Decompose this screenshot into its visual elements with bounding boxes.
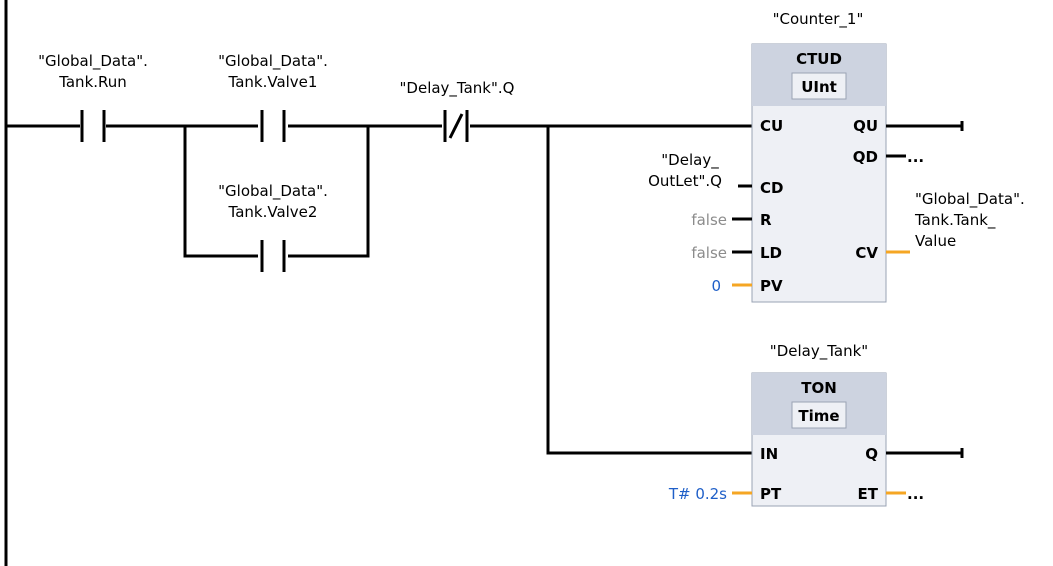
ctud-cv-output-2[interactable]: Tank.Tank_ xyxy=(914,211,996,230)
branch-wire-valve2 xyxy=(183,126,370,258)
contact-run[interactable]: "Global_Data". Tank.Run xyxy=(38,52,148,142)
contact-run-label-1: "Global_Data". xyxy=(38,52,148,71)
ctud-pin-qu: QU xyxy=(853,117,878,135)
branch-wire-timer xyxy=(546,126,752,455)
ctud-cd-param-2[interactable]: OutLet".Q xyxy=(648,172,722,190)
ton-pin-et: ET xyxy=(858,485,879,503)
ctud-block[interactable]: "Counter_1" CTUD UInt CU CD R LD PV QU Q… xyxy=(751,10,887,303)
ton-type: TON xyxy=(801,379,837,397)
ton-pin-pt: PT xyxy=(760,485,782,503)
ctud-pin-pv: PV xyxy=(760,277,783,295)
ctud-datatype-box[interactable] xyxy=(791,72,847,100)
contact-valve2[interactable]: "Global_Data". Tank.Valve2 xyxy=(218,182,328,272)
contact-valve1[interactable]: "Global_Data". Tank.Valve1 xyxy=(218,52,328,142)
ctud-pin-cv: CV xyxy=(855,244,878,262)
ctud-pin-ld: LD xyxy=(760,244,782,262)
ctud-cd-param-1[interactable]: "Delay_ xyxy=(661,151,719,170)
ctud-pin-r: R xyxy=(760,211,772,229)
ctud-cv-output-1[interactable]: "Global_Data". xyxy=(915,190,1025,209)
ctud-pv-value[interactable]: 0 xyxy=(711,277,721,295)
ton-pin-in: IN xyxy=(760,445,778,463)
ctud-pin-cd: CD xyxy=(760,179,783,197)
ctud-cv-output-3[interactable]: Value xyxy=(915,232,956,250)
ctud-ld-value[interactable]: false xyxy=(691,244,727,262)
ton-block[interactable]: "Delay_Tank" TON Time IN PT Q ET xyxy=(751,342,887,507)
ton-pin-q: Q xyxy=(865,445,878,463)
ctud-instance-name: "Counter_1" xyxy=(773,10,864,29)
contact-valve2-label-2: Tank.Valve2 xyxy=(228,203,318,221)
contact-valve2-label-1: "Global_Data". xyxy=(218,182,328,201)
contact-delay-tank-q-label: "Delay_Tank".Q xyxy=(400,79,515,98)
ton-pt-value[interactable]: T# 0.2s xyxy=(668,485,727,503)
contact-valve1-label-1: "Global_Data". xyxy=(218,52,328,71)
contact-delay-tank-q[interactable]: "Delay_Tank".Q xyxy=(400,79,515,142)
ctud-pin-qd: QD xyxy=(853,148,878,166)
ton-instance-name: "Delay_Tank" xyxy=(770,342,868,361)
ton-datatype: Time xyxy=(798,407,839,425)
ctud-datatype: UInt xyxy=(801,78,837,96)
contact-valve1-label-2: Tank.Valve1 xyxy=(228,73,318,91)
ton-et-output[interactable]: ... xyxy=(907,485,924,503)
ctud-qd-output[interactable]: ... xyxy=(907,148,924,166)
ton-datatype-box[interactable] xyxy=(791,401,847,429)
ctud-pin-cu: CU xyxy=(760,117,783,135)
ctud-r-value[interactable]: false xyxy=(691,211,727,229)
ctud-type: CTUD xyxy=(796,50,842,68)
contact-run-label-2: Tank.Run xyxy=(58,73,127,91)
